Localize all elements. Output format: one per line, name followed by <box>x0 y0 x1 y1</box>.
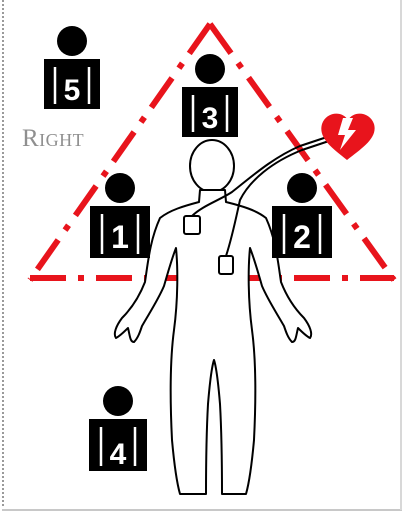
person-number-label: 1 <box>111 219 129 255</box>
person-icon-5: 5 <box>44 26 100 109</box>
electrode-pad-upper <box>184 216 200 234</box>
person-icon-head <box>103 386 133 416</box>
side-label: Right <box>22 126 84 151</box>
person-icon-2: 2 <box>272 173 332 258</box>
person-number-label: 2 <box>293 219 311 255</box>
electrode-pad-lower <box>219 256 233 274</box>
person-icon-4: 4 <box>89 386 147 471</box>
person-icon-3: 3 <box>182 54 238 137</box>
defibrillator-heart-icon <box>321 114 374 160</box>
person-icon-head <box>195 54 225 84</box>
person-number-label: 3 <box>202 102 219 135</box>
person-icon-head <box>57 26 87 56</box>
person-icon-1: 1 <box>90 173 150 258</box>
body-head <box>190 140 234 192</box>
person-number-label: 5 <box>64 74 81 107</box>
person-icon-head <box>105 173 135 203</box>
person-number-label: 4 <box>110 438 127 471</box>
person-icon-head <box>287 173 317 203</box>
